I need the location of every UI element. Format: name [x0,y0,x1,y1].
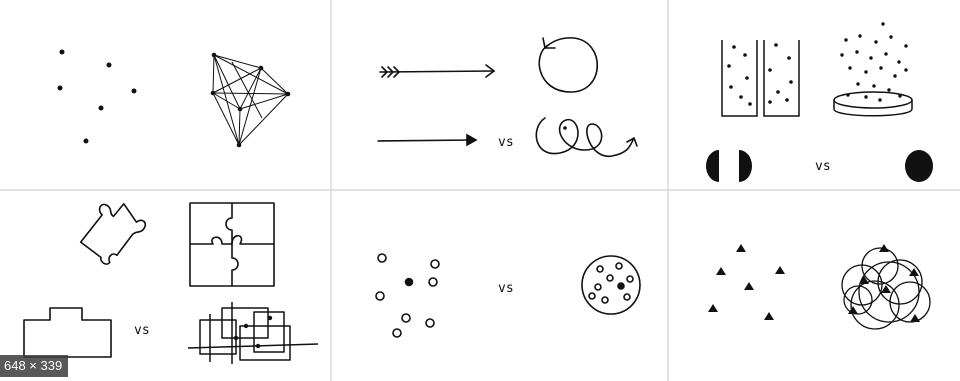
feathered-arrow [380,65,494,77]
panel-containers: vs [706,22,933,182]
jigsaw-grid [190,203,274,286]
vs-label-halves: vs [815,159,831,174]
cross-shape [24,308,111,357]
container-particles [727,43,793,106]
scattered-points [58,50,137,144]
vs-label-puzzle: vs [134,323,150,338]
straight-arrow [378,135,476,145]
contained-circles [582,256,640,314]
panel-puzzle: vs [24,199,318,364]
connected-network [213,55,288,145]
container-right [764,40,799,116]
panel-circles: vs [376,254,640,337]
whole-disc [905,150,933,182]
scattered-circles [376,254,439,337]
image-dimensions-badge: 648 × 339 [0,355,68,377]
container-left [722,40,757,116]
tangled-loop-arrow [536,118,637,156]
vs-label-arrows: vs [498,135,514,150]
panel-arrows-loops: vs [378,38,637,156]
split-halves [706,150,752,182]
vs-label-circles: vs [498,281,514,296]
panel-triangles [708,244,930,329]
circle-loop [539,38,597,92]
panel-points-network [58,50,291,148]
circuit-blocks [188,302,318,364]
dish-particles [840,22,907,101]
scattered-triangles [708,244,785,320]
puzzle-piece-icon [76,199,150,267]
